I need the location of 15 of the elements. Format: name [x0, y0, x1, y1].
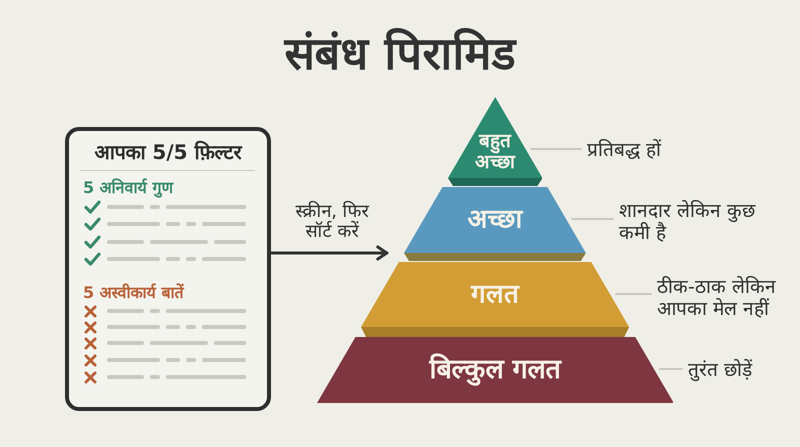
note-text: तुरंत छोड़ें [688, 359, 752, 381]
section-heading: 5 अस्वीकार्य बातें [83, 282, 184, 303]
leader-line [530, 148, 582, 150]
note-text: शानदार लेकिन कुछ कमी है [619, 200, 771, 244]
leader-line [571, 218, 614, 220]
title: संबंध पिरामिड [284, 27, 516, 80]
note-text: ठीक-ठाक लेकिन आपका मेल नहीं [657, 276, 783, 320]
note-text: प्रतिबद्ध हों [587, 139, 662, 161]
filter-card [65, 127, 271, 411]
leader-line [615, 293, 652, 295]
section-heading: 5 अनिवार्य गुण [83, 177, 174, 198]
pyramid-tier: बिल्कुल गलत [316, 337, 674, 403]
card-heading: आपका 5/5 फ़िल्टर [94, 140, 242, 164]
leader-line [658, 368, 683, 370]
arrow [270, 246, 388, 260]
